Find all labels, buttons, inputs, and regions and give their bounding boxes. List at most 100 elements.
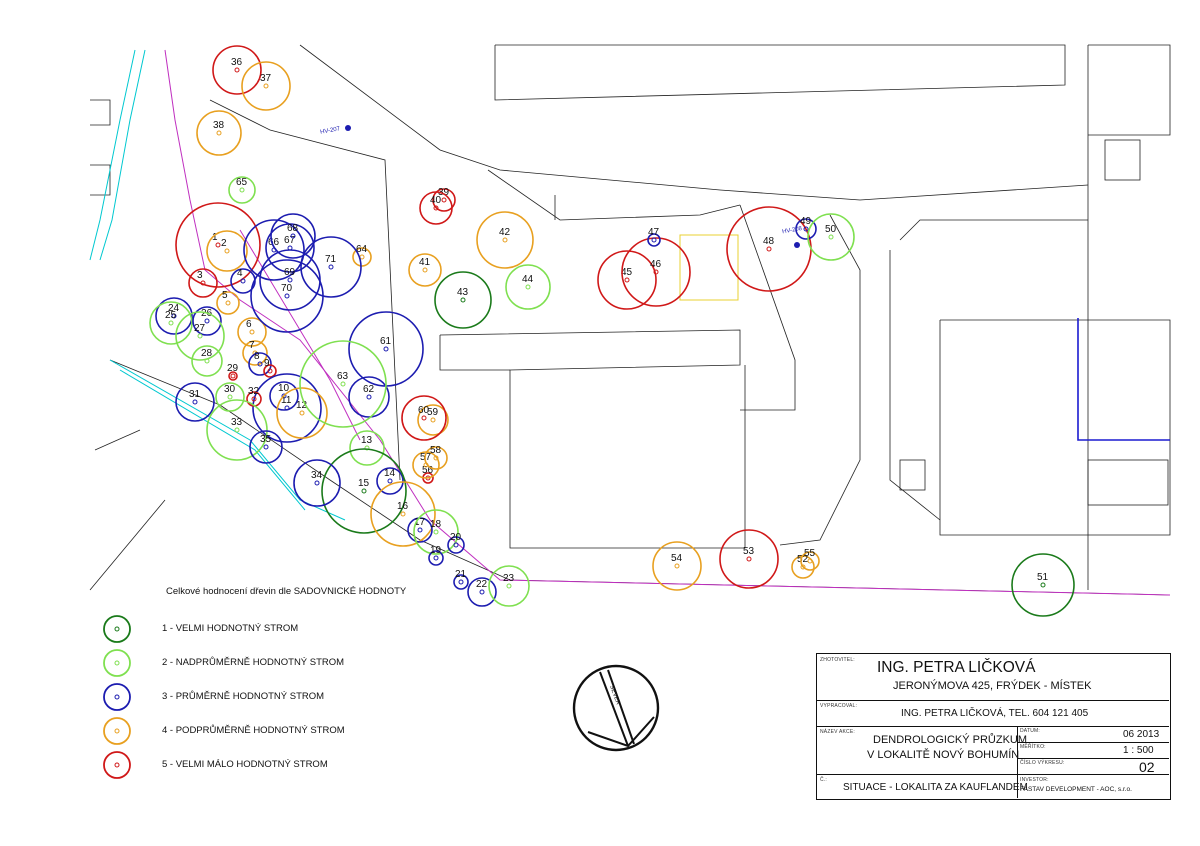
tree-label: 66 [268, 237, 280, 248]
tree-trunk [803, 226, 809, 232]
tree-label: 21 [455, 569, 467, 580]
tree-label: 58 [430, 445, 442, 456]
tree-label: 28 [201, 348, 213, 359]
tree-trunk [828, 234, 834, 240]
tree-62: 62 [348, 376, 390, 418]
tree-trunk [251, 396, 257, 402]
tree-label: 32 [248, 386, 260, 397]
tree-crown [248, 352, 272, 376]
tree-crown [270, 213, 316, 259]
tree-53: 53 [719, 529, 779, 589]
tree-47: 47 [647, 227, 661, 247]
tree-label: 37 [260, 73, 272, 84]
tree-label: 64 [356, 244, 368, 255]
tree-crown [370, 481, 436, 547]
tree-label: 1 [212, 232, 218, 243]
tree-trunk [314, 480, 320, 486]
tree-label: 36 [231, 57, 243, 68]
tree-crown [424, 446, 448, 470]
tree-trunk [249, 329, 255, 335]
tree-label: 39 [438, 187, 450, 198]
c-label: Č.: [820, 777, 827, 783]
tree-crown [212, 45, 262, 95]
tree-label: 52 [797, 554, 809, 565]
tree-label: 17 [414, 517, 426, 528]
tree-label: 25 [165, 310, 177, 321]
tree-trunk [225, 300, 231, 306]
marker-hv208-label: HV-208 [782, 226, 803, 235]
tree-33: 33 [206, 399, 268, 461]
tree-label: 15 [358, 478, 370, 489]
blue-boundary [1077, 318, 1170, 441]
tree-crown [293, 459, 341, 507]
tree-label: 33 [231, 417, 243, 428]
tree-crown [249, 430, 283, 464]
tree-label: 34 [311, 470, 323, 481]
tree-45: 45 [597, 250, 657, 310]
tree-trunk [525, 284, 531, 290]
tree-label: 56 [422, 465, 434, 476]
tree-trunk [224, 248, 230, 254]
tree-crown [237, 317, 267, 347]
yellow-area [679, 234, 739, 301]
tree-crown [348, 311, 424, 387]
legend-label: 3 - PRŮMĚRNĚ HODNOTNÝ STROM [162, 691, 325, 702]
legend-label: 4 - PODPRŮMĚRNĚ HODNOTNÝ STROM [162, 725, 345, 736]
tree-1: 1 [175, 202, 261, 288]
legend-symbol-icon [103, 615, 131, 643]
tree-crown [719, 529, 779, 589]
tree-trunk [340, 381, 346, 387]
tree-68: 68 [270, 213, 316, 259]
tree-trunk [624, 277, 630, 283]
tree-label: 49 [800, 216, 812, 227]
tree-crown [215, 382, 245, 412]
tree-label: 10 [278, 383, 290, 394]
tree-crown [795, 218, 817, 240]
tree-crown [228, 371, 238, 381]
tree-36: 36 [212, 45, 262, 95]
legend-symbol-icon [103, 683, 131, 711]
tree-label: 11 [281, 395, 292, 406]
scale: 1 : 500 [1123, 745, 1154, 756]
tree-trunk [284, 293, 290, 299]
tree-71: 71 [300, 236, 362, 298]
tree-crown [1011, 553, 1075, 617]
tree-trunk [433, 205, 439, 211]
tree-trunk [800, 564, 806, 570]
tree-trunk [263, 83, 269, 89]
tree-24: 24 [155, 297, 193, 335]
tree-trunk [281, 393, 287, 399]
tree-label: 54 [671, 553, 683, 564]
tree-trunk [366, 394, 372, 400]
tree-22: 22 [467, 577, 497, 607]
tree-label: 23 [503, 573, 515, 584]
tree-crown [348, 376, 390, 418]
tree-crown [243, 219, 305, 281]
tree-crown [800, 551, 820, 571]
tree-crown [321, 448, 407, 534]
tree-label: 8 [254, 351, 260, 362]
tree-crown [241, 61, 291, 111]
tree-crown [242, 340, 268, 366]
tree-trunk [430, 417, 436, 423]
tree-label: 24 [168, 303, 180, 314]
tree-trunk [204, 358, 210, 364]
title-block: ZHOTOVITEL: ING. PETRA LIČKOVÁ JERONÝMOV… [816, 653, 1171, 800]
tree-54: 54 [652, 541, 702, 591]
tree-trunk [364, 445, 370, 451]
tree-label: 67 [284, 235, 296, 246]
tree-crown [228, 176, 256, 204]
legend-symbol-icon [103, 717, 131, 745]
tree-crown [175, 202, 261, 288]
tree-10: 10 [269, 381, 299, 411]
tree-trunk [502, 237, 508, 243]
tree-label: 30 [224, 384, 236, 395]
tree-12: 12 [276, 387, 328, 439]
tree-crown [299, 340, 387, 428]
tree-trunk [263, 444, 269, 450]
company-address: JERONÝMOVA 425, FRÝDEK - MÍSTEK [893, 680, 1092, 692]
tree-trunk [400, 511, 406, 517]
tree-label: 12 [296, 400, 308, 411]
tree-crown [196, 110, 242, 156]
tree-crown [175, 382, 215, 422]
